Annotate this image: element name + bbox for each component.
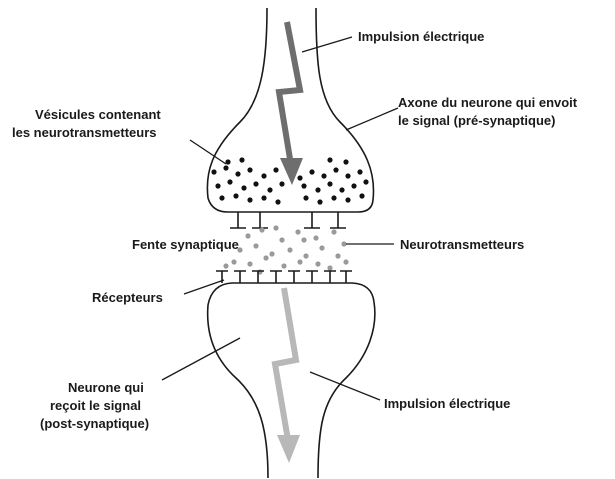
vesicle-dot	[331, 195, 336, 200]
neurotransmitter-dot	[313, 235, 318, 240]
neurotransmitter-dot	[319, 245, 324, 250]
vesicle-dot	[219, 195, 224, 200]
neurotransmitter-dot	[341, 241, 346, 246]
label-impulse-top: Impulsion électrique	[358, 29, 484, 44]
label-post-line1: Neurone qui	[68, 380, 144, 395]
vesicle-dot	[301, 183, 306, 188]
neurotransmitter-dot	[331, 229, 336, 234]
neurotransmitter-dot	[279, 237, 284, 242]
impulse-arrow-post	[275, 288, 300, 463]
vesicle-dot	[351, 183, 356, 188]
vesicle-dot	[225, 159, 230, 164]
neurotransmitter-dot	[287, 247, 292, 252]
vesicle-dot	[247, 167, 252, 172]
vesicle-dot	[267, 187, 272, 192]
vesicle-dot	[309, 169, 314, 174]
label-impulse-bottom: Impulsion électrique	[384, 396, 510, 411]
vesicle-dot	[345, 173, 350, 178]
leader-impulse-top	[302, 37, 352, 52]
leader-postsynaptic	[162, 338, 240, 380]
neurotransmitter-dot	[303, 253, 308, 258]
vesicle-dot	[321, 173, 326, 178]
neurotransmitter-dot	[223, 263, 228, 268]
leader-axon	[346, 108, 398, 130]
vesicle-dot	[241, 185, 246, 190]
label-vesicles-line2: les neurotransmetteurs	[12, 125, 157, 140]
neurotransmitter-dot	[327, 265, 332, 270]
vesicle-dot	[239, 157, 244, 162]
neurotransmitter-dot	[231, 259, 236, 264]
label-receptors: Récepteurs	[92, 290, 163, 305]
neurotransmitter-dot	[273, 225, 278, 230]
vesicle-dot	[339, 187, 344, 192]
label-post-line2: reçoit le signal	[50, 398, 141, 413]
vesicle-dot	[279, 181, 284, 186]
leader-impulse-bottom	[310, 372, 380, 400]
vesicle-dot	[215, 183, 220, 188]
vesicle-dot	[223, 165, 228, 170]
neurotransmitters	[223, 225, 348, 274]
neurotransmitter-dot	[263, 255, 268, 260]
vesicle-dot	[275, 199, 280, 204]
label-axon-line1: Axone du neurone qui envoit	[398, 95, 578, 110]
vesicle-dot	[363, 179, 368, 184]
neurotransmitter-dot	[343, 259, 348, 264]
vesicle-dot	[357, 169, 362, 174]
neurotransmitter-dot	[253, 243, 258, 248]
vesicle-dot	[247, 197, 252, 202]
vesicle-dot	[359, 193, 364, 198]
label-neurotransmitters: Neurotransmetteurs	[400, 237, 524, 252]
neurotransmitter-dot	[301, 237, 306, 242]
vesicle-dot	[327, 157, 332, 162]
label-cleft: Fente synaptique	[132, 237, 239, 252]
vesicle-dot	[253, 181, 258, 186]
vesicle-dot	[297, 175, 302, 180]
vesicle-dot	[315, 187, 320, 192]
neurotransmitter-dot	[297, 259, 302, 264]
receptors	[216, 271, 352, 283]
impulse-arrow-pre	[279, 22, 303, 185]
vesicle-dot	[345, 197, 350, 202]
leader-vesicles	[190, 140, 226, 164]
neurotransmitter-dot	[245, 233, 250, 238]
vesicle-dot	[303, 195, 308, 200]
vesicle-dot	[235, 171, 240, 176]
vesicle-dot	[261, 173, 266, 178]
neurotransmitter-dot	[259, 227, 264, 232]
neurotransmitter-dot	[335, 253, 340, 258]
neurotransmitter-dot	[315, 261, 320, 266]
neurotransmitter-dot	[269, 251, 274, 256]
vesicle-dot	[333, 167, 338, 172]
vesicle-dot	[233, 193, 238, 198]
neurotransmitter-dot	[281, 263, 286, 268]
vesicle-dot	[343, 159, 348, 164]
neurotransmitter-dot	[295, 229, 300, 234]
label-vesicles-line1: Vésicules contenant	[35, 107, 161, 122]
label-post-line3: (post-synaptique)	[40, 416, 149, 431]
vesicle-dot	[211, 169, 216, 174]
vesicle-dot	[317, 199, 322, 204]
vesicle-dot	[273, 167, 278, 172]
release-sites	[230, 212, 346, 228]
label-axon-line2: le signal (pré-synaptique)	[398, 113, 555, 128]
neurotransmitter-dot	[247, 261, 252, 266]
vesicle-dot	[327, 181, 332, 186]
vesicle-dot	[227, 179, 232, 184]
vesicle-dot	[261, 195, 266, 200]
